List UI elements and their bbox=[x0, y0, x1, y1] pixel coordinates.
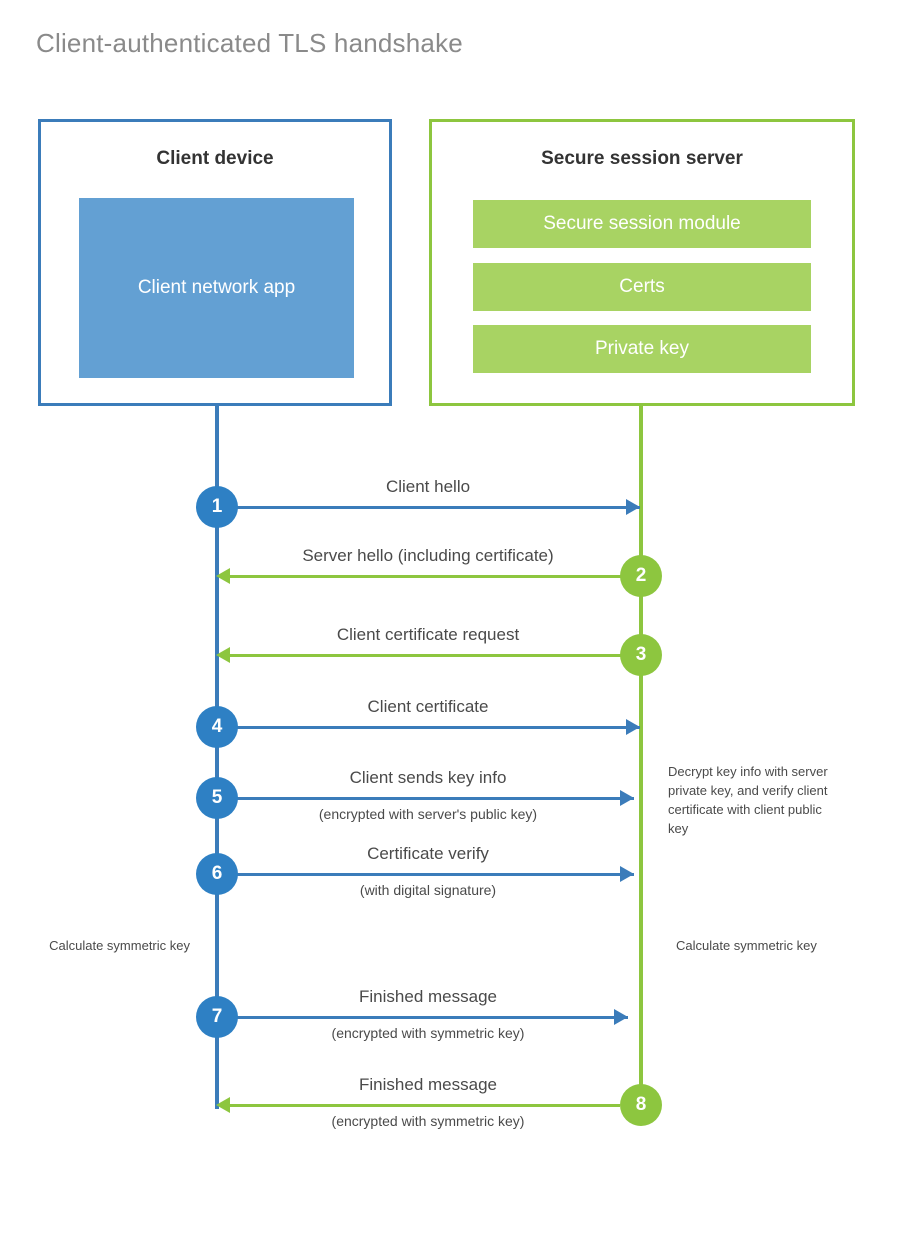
note-calculate-symmetric-key-client: Calculate symmetric key bbox=[49, 938, 190, 953]
step-badge-2: 2 bbox=[620, 555, 662, 597]
arrowhead-right-icon bbox=[626, 499, 640, 515]
arrowhead-left-icon bbox=[216, 1097, 230, 1113]
server-lifeline bbox=[639, 404, 643, 1109]
step-badge-6: 6 bbox=[196, 853, 238, 895]
message-label-4: Client certificate bbox=[367, 697, 489, 716]
step-badge-7: 7 bbox=[196, 996, 238, 1038]
message-sublabel-5: (encrypted with server's public key) bbox=[318, 806, 538, 822]
step-badge-1: 1 bbox=[196, 486, 238, 528]
message-label-5: Client sends key info bbox=[349, 768, 507, 787]
arrowhead-right-icon bbox=[620, 866, 634, 882]
arrowhead-left-icon bbox=[216, 647, 230, 663]
secure-session-server-box: Secure session server Secure session mod… bbox=[429, 119, 855, 406]
message-label-7: Finished message bbox=[359, 987, 497, 1006]
message-shaft-2 bbox=[228, 575, 640, 578]
message-label-1: Client hello bbox=[385, 477, 471, 496]
page-title: Client-authenticated TLS handshake bbox=[36, 28, 463, 58]
message-shaft-1 bbox=[217, 506, 640, 509]
client-lifeline bbox=[215, 404, 219, 1109]
message-shaft-4 bbox=[217, 726, 640, 729]
server-component-private-key: Private key bbox=[473, 325, 811, 373]
step-badge-5: 5 bbox=[196, 777, 238, 819]
message-label-8: Finished message bbox=[359, 1075, 497, 1094]
arrowhead-right-icon bbox=[626, 719, 640, 735]
client-device-box: Client device Client network app bbox=[38, 119, 392, 406]
note-decrypt-key-info: Decrypt key info with server private key… bbox=[668, 764, 828, 836]
message-shaft-5 bbox=[217, 797, 634, 800]
message-sublabel-8: (encrypted with symmetric key) bbox=[331, 1113, 525, 1129]
arrowhead-right-icon bbox=[614, 1009, 628, 1025]
step-badge-4: 4 bbox=[196, 706, 238, 748]
client-device-title: Client device bbox=[156, 148, 274, 169]
secure-session-server-title: Secure session server bbox=[541, 148, 743, 169]
message-shaft-3 bbox=[228, 654, 640, 657]
server-component-secure-session-module: Secure session module bbox=[473, 200, 811, 248]
message-shaft-7 bbox=[217, 1016, 628, 1019]
note-calculate-symmetric-key-server: Calculate symmetric key bbox=[676, 938, 817, 953]
message-label-2: Server hello (including certificate) bbox=[302, 546, 554, 565]
message-shaft-8 bbox=[228, 1104, 620, 1107]
message-label-3: Client certificate request bbox=[336, 625, 520, 644]
server-component-certs: Certs bbox=[473, 263, 811, 311]
arrowhead-left-icon bbox=[216, 568, 230, 584]
arrowhead-right-icon bbox=[620, 790, 634, 806]
step-badge-3: 3 bbox=[620, 634, 662, 676]
message-shaft-6 bbox=[217, 873, 634, 876]
client-network-app-block: Client network app bbox=[79, 198, 354, 378]
message-label-6: Certificate verify bbox=[367, 844, 489, 863]
step-badge-8: 8 bbox=[620, 1084, 662, 1126]
message-sublabel-6: (with digital signature) bbox=[359, 882, 497, 898]
message-sublabel-7: (encrypted with symmetric key) bbox=[331, 1025, 525, 1041]
